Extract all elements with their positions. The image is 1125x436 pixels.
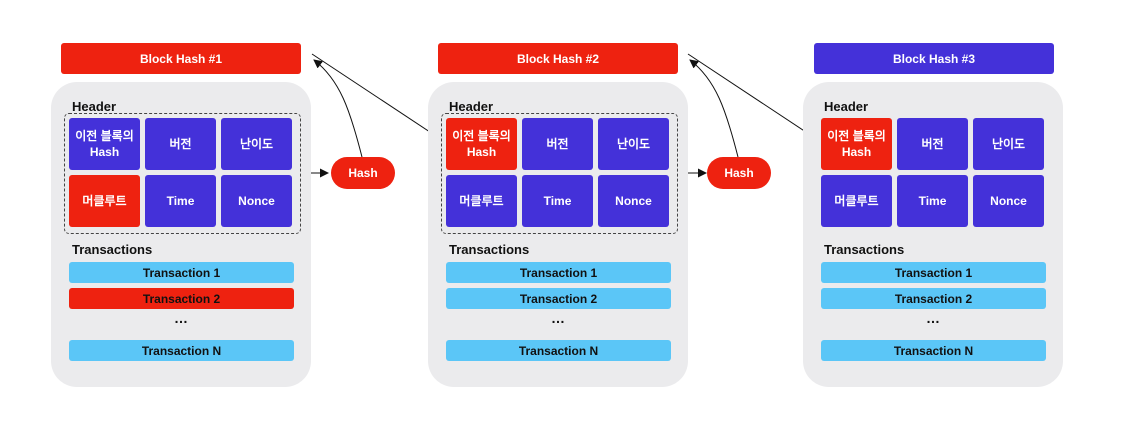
difficulty-cell: 난이도 (973, 118, 1044, 170)
hash-node-label: Hash (724, 166, 754, 180)
nonce-cell: Nonce (221, 175, 292, 227)
hash-node-1: Hash (331, 157, 395, 189)
transaction-row: Transaction 1 (446, 262, 671, 283)
hash-node-2: Hash (707, 157, 771, 189)
prev-hash-cell: 이전 블록의 Hash (69, 118, 140, 170)
transaction-row-last: Transaction N (446, 340, 671, 361)
version-cell: 버전 (145, 118, 216, 170)
prev-hash-cell: 이전 블록의 Hash (446, 118, 517, 170)
merkle-root-cell: 머클루트 (821, 175, 892, 227)
arrow-hash2-to-blockhash2 (689, 59, 739, 158)
transaction-row: Transaction 1 (69, 262, 294, 283)
arrow-blockhash2-to-block3-prev (687, 53, 819, 141)
transaction-row: Transaction 2 (446, 288, 671, 309)
time-cell: Time (145, 175, 216, 227)
nonce-cell: Nonce (598, 175, 669, 227)
block-hash-label: Block Hash #2 (516, 51, 600, 66)
transactions-label: Transactions (824, 242, 905, 257)
transactions-label: Transactions (449, 242, 530, 257)
nonce-cell: Nonce (973, 175, 1044, 227)
transaction-row: Transaction 2 (69, 288, 294, 309)
transaction-row-last: Transaction N (821, 340, 1046, 361)
time-cell: Time (897, 175, 968, 227)
block-hash-bar-3: Block Hash #3 (814, 43, 1054, 74)
header-box (64, 113, 301, 234)
difficulty-cell: 난이도 (221, 118, 292, 170)
ellipsis: … (926, 310, 941, 326)
block-hash-label: Block Hash #3 (892, 51, 976, 66)
header-label: Header (449, 99, 494, 114)
block-card-2: Header 이전 블록의 Hash 버전 난이도 머클루트 Time Nonc… (428, 82, 688, 387)
difficulty-cell: 난이도 (598, 118, 669, 170)
merkle-root-cell: 머클루트 (69, 175, 140, 227)
block-card-1: Header 이전 블록의 Hash 버전 난이도 머클루트 Time Nonc… (51, 82, 311, 387)
merkle-root-cell: 머클루트 (446, 175, 517, 227)
transactions-label: Transactions (72, 242, 153, 257)
prev-hash-cell: 이전 블록의 Hash (821, 118, 892, 170)
ellipsis: … (174, 310, 189, 326)
version-cell: 버전 (897, 118, 968, 170)
transaction-row: Transaction 2 (821, 288, 1046, 309)
block-card-3: Header 이전 블록의 Hash 버전 난이도 머클루트 Time Nonc… (803, 82, 1063, 387)
header-box (441, 113, 678, 234)
block-hash-bar-2: Block Hash #2 (438, 43, 678, 74)
header-label: Header (824, 99, 869, 114)
transaction-row: Transaction 1 (821, 262, 1046, 283)
version-cell: 버전 (522, 118, 593, 170)
arrow-hash1-to-blockhash1 (313, 59, 363, 158)
header-label: Header (72, 99, 117, 114)
transaction-row-last: Transaction N (69, 340, 294, 361)
hash-node-label: Hash (348, 166, 378, 180)
arrow-blockhash1-to-block2-prev (311, 53, 443, 141)
block-hash-label: Block Hash #1 (139, 51, 223, 66)
block-hash-bar-1: Block Hash #1 (61, 43, 301, 74)
ellipsis: … (551, 310, 566, 326)
time-cell: Time (522, 175, 593, 227)
